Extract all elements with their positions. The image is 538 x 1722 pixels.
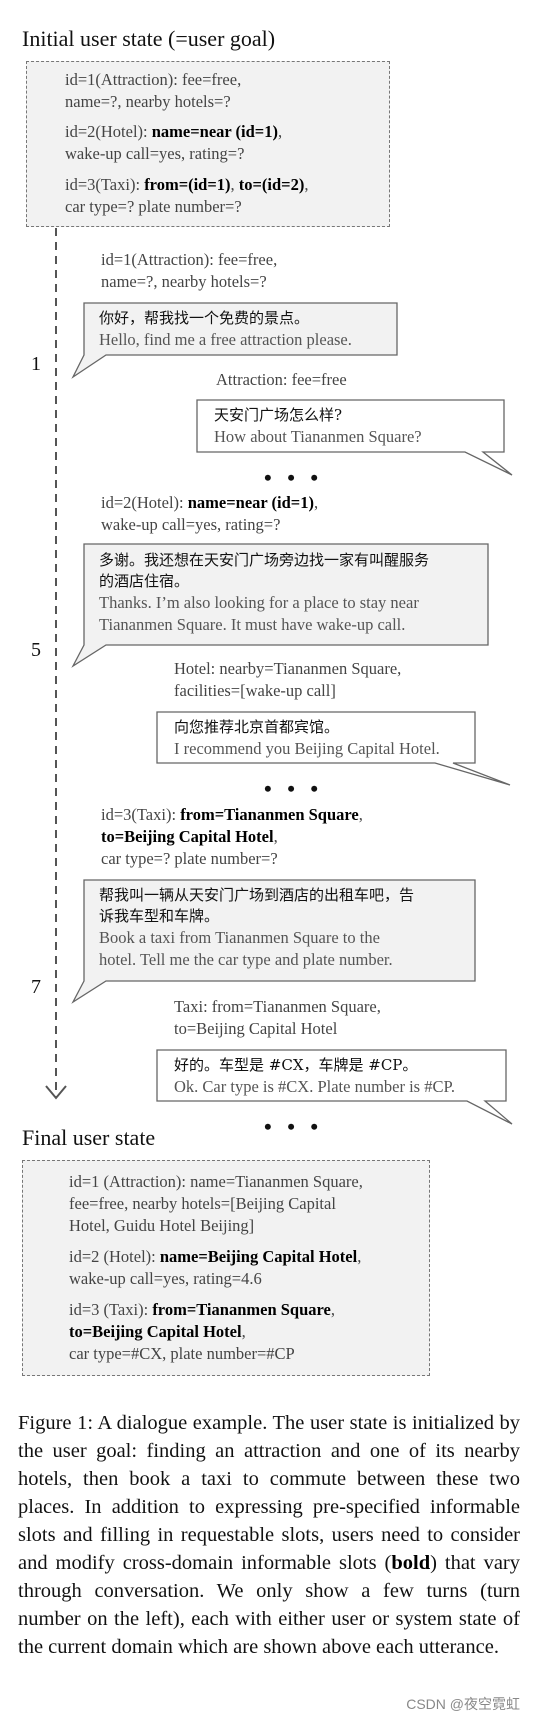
- final-state-box: id=1 (Attraction): name=Tiananmen Square…: [22, 1160, 430, 1376]
- final-state-heading: Final user state: [22, 1125, 156, 1150]
- initial-hotel-slots: id=2(Hotel): name=near (id=1), wake-up c…: [65, 122, 283, 163]
- initial-state-heading: Initial user state (=user goal): [22, 26, 276, 51]
- turn7-user-state: id=3(Taxi): from=Tiananmen Square, to=Be…: [101, 805, 363, 868]
- final-hotel-slots: id=2 (Hotel): name=Beijing Capital Hotel…: [69, 1247, 362, 1288]
- final-taxi-slots: id=3 (Taxi): from=Tiananmen Square, to=B…: [69, 1300, 335, 1363]
- turn5-user-state: id=2(Hotel): name=near (id=1), wake-up c…: [101, 493, 319, 534]
- turn1-user-utterance: 你好，帮我找一个免费的景点。 Hello, find me a free att…: [99, 309, 352, 349]
- initial-state-box: id=1(Attraction): fee=free, name=?, near…: [26, 61, 390, 227]
- turn5-number: 5: [31, 639, 41, 661]
- turn7-number: 7: [31, 976, 41, 998]
- turn1-system-state: Attraction: fee=free: [216, 370, 347, 389]
- turn1-system-utterance: 天安门广场怎么样? How about Tiananmen Square?: [214, 406, 422, 446]
- turn7-system-utterance: 好的。车型是 #CX，车牌是 #CP。 Ok. Car type is #CX.…: [174, 1056, 455, 1096]
- figure-caption: Figure 1: A dialogue example. The user s…: [18, 1412, 520, 1658]
- initial-attraction-slots: id=1(Attraction): fee=free, name=?, near…: [65, 70, 242, 111]
- ellipsis-3: • • •: [264, 1114, 324, 1139]
- turn1-number: 1: [31, 353, 41, 375]
- turn5-user-utterance: 多谢。我还想在天安门广场旁边找一家有叫醒服务 的酒店住宿。 Thanks. I’…: [99, 551, 430, 634]
- turn7-user-utterance: 帮我叫一辆从天安门广场到酒店的出租车吧，告 诉我车型和车牌。 Book a ta…: [99, 886, 415, 969]
- turn5-system-utterance: 向您推荐北京首都宾馆。 I recommend you Beijing Capi…: [174, 718, 440, 758]
- ellipsis-2: • • •: [264, 776, 324, 801]
- initial-taxi-slots: id=3(Taxi): from=(id=1), to=(id=2), car …: [65, 175, 309, 216]
- ellipsis-1: • • •: [264, 465, 324, 490]
- final-attraction-slots: id=1 (Attraction): name=Tiananmen Square…: [69, 1172, 363, 1235]
- turn7-system-state: Taxi: from=Tiananmen Square, to=Beijing …: [174, 997, 381, 1038]
- watermark: CSDN @夜空霓虹: [406, 1696, 520, 1712]
- turn5-system-state: Hotel: nearby=Tiananmen Square, faciliti…: [174, 659, 402, 700]
- turn1-user-state: id=1(Attraction): fee=free, name=?, near…: [101, 250, 278, 291]
